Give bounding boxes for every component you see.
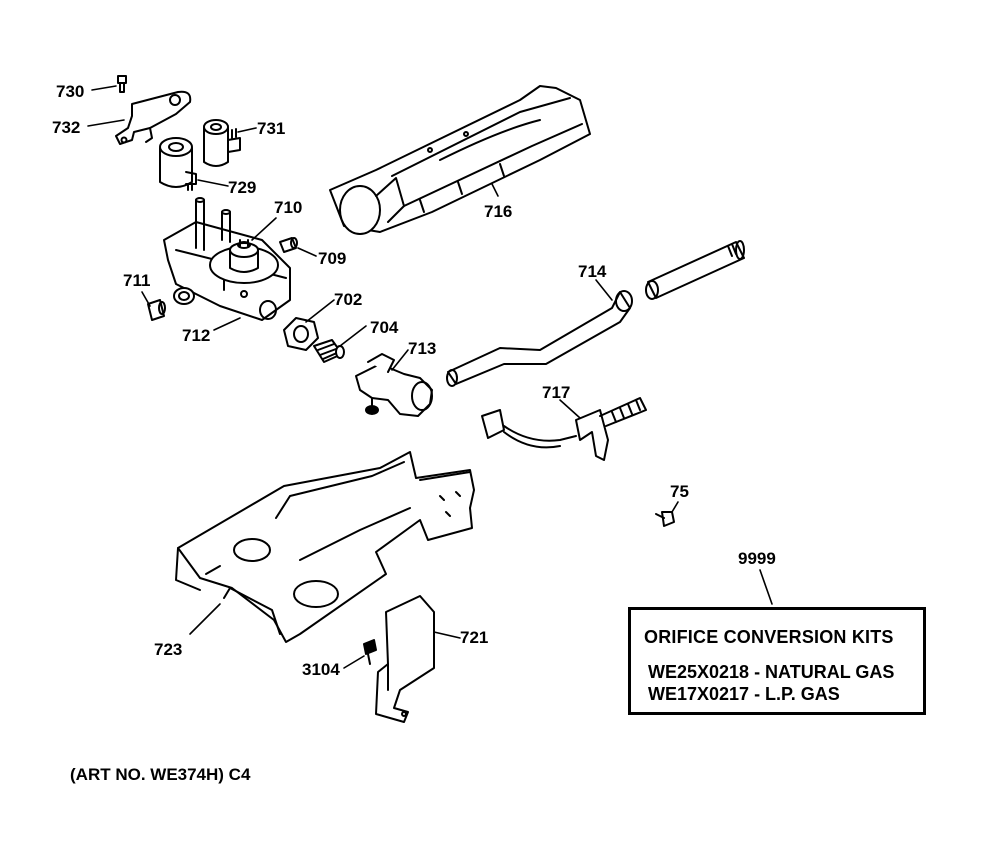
coil-731-drawing [203,119,241,167]
callout-710: 710 [274,198,303,217]
orifice-kit-box [628,607,926,715]
screw-3104-drawing [363,639,377,665]
callout-702: 702 [334,290,363,309]
callout-717: 717 [542,383,571,402]
callout-716: 716 [484,202,513,221]
leader-lines [87,85,773,669]
tube-714b-drawing [645,240,745,300]
callout-704: 704 [370,318,399,337]
callout-732: 732 [52,118,81,137]
burner-bracket-723-drawing [175,451,475,643]
callout-3104: 3104 [302,660,340,679]
screw-730-drawing [117,75,127,93]
callout-729: 729 [228,178,257,197]
igniter-717-drawing [481,397,647,461]
callout-711: 711 [123,271,151,290]
callout-713: 713 [408,339,437,358]
callout-721: 721 [460,628,489,647]
coil-729-drawing [159,137,197,191]
callout-714: 714 [578,262,607,281]
burner-tube-714-drawing [446,290,633,387]
bracket-732-drawing [115,90,192,145]
shield-721-drawing [375,595,435,723]
callout-75: 75 [670,482,689,501]
callout-723: 723 [154,640,183,659]
callout-9999: 9999 [738,549,776,568]
burner-713-drawing [355,353,433,417]
plug-709-drawing [279,237,298,253]
callout-731: 731 [257,119,286,138]
callout-730: 730 [56,82,85,101]
combustion-chamber-716-drawing [329,85,591,235]
callout-712: 712 [182,326,211,345]
gas-valve-712-drawing [163,197,291,321]
kit-natural-gas: WE25X0218 - NATURAL GAS [648,662,895,682]
screw-75-drawing [655,511,675,527]
kit-title: ORIFICE CONVERSION KITS [644,627,894,647]
callout-709: 709 [318,249,347,268]
nut-702-drawing [283,317,319,351]
orifice-704-drawing [313,339,345,363]
kit-lp-gas: WE17X0217 - L.P. GAS [648,684,840,704]
plug-711-drawing [147,299,166,321]
art-number: (ART NO. WE374H) C4 [70,765,251,784]
